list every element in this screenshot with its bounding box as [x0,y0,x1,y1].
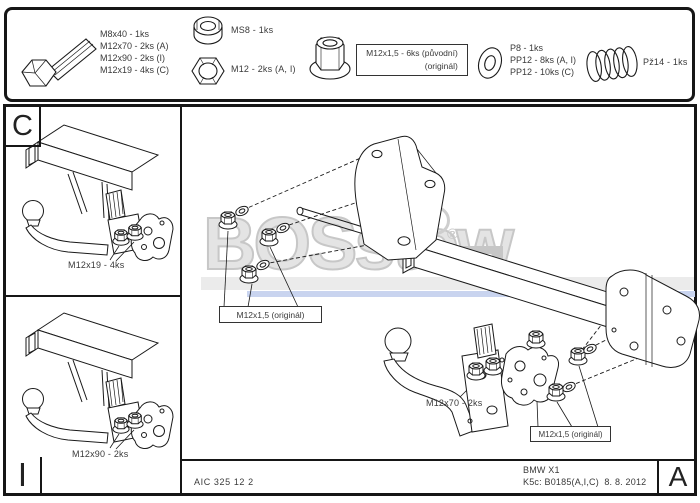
parts-strip-frame [4,7,695,102]
reference-code: K5c: B0185(A,I,C) 8. 8. 2012 [523,477,647,487]
bolt-spec-line: M12x70 - 2ks (A) [100,41,169,51]
main-assembly-drawing [218,104,697,460]
flange-nut-icon [307,33,353,83]
locking-nut-label: MS8 - 1ks [231,25,274,35]
view-i-bolt-label: M12x90 - 2ks [72,449,129,459]
flange-nut-spec-line2: (originál) [424,61,458,71]
view-c-bolt-label: M12x19 - 4ks [68,260,125,270]
vehicle-name: BMW X1 [523,465,560,475]
revision-letter: A [668,461,688,492]
revision-cell-divider [657,459,659,496]
title-block-topline [182,459,697,461]
washer-spec-line: P8 - 1ks [510,43,544,53]
spring-icon [585,41,639,87]
washer-spec-line: PP12 - 8ks (A, I) [510,55,577,65]
label-original-left: M12x1,5 (originál) [219,306,322,323]
washer-icon [472,40,510,86]
washer-spec-line: PP12 - 10ks (C) [510,67,575,77]
label-m12x70: M12x70 - 2ks [426,398,483,408]
flange-nut-spec-box: M12x1,5 - 6ks (původní) (originál) [356,44,468,76]
view-divider [3,295,182,297]
bolt-icon [12,20,102,92]
spring-label: Pž14 - 1ks [643,57,688,67]
hex-nut-icon [187,52,229,90]
view-i-letter: I [17,456,28,493]
flange-nut-spec-line1: M12x1,5 - 6ks (původní) [366,48,458,58]
bolt-specs: M8x40 - 1ks M12x70 - 2ks (A) M12x90 - 2k… [100,28,169,76]
watermark-registered-symbol: ® [447,226,459,243]
view-c-letter: C [12,109,33,142]
locking-nut-icon [188,12,228,48]
bolt-spec-line: M12x19 - 4ks (C) [100,65,170,75]
bolt-spec-line: M12x90 - 2ks (I) [100,53,166,63]
doc-number: AIC 325 12 2 [194,477,254,487]
left-column-divider [180,104,182,496]
washer-specs: P8 - 1ks PP12 - 8ks (A, I) PP12 - 10ks (… [510,42,576,78]
view-i-letter-divider [40,457,42,496]
bolt-spec-line: M8x40 - 1ks [100,29,150,39]
view-c-letter-cell: C [6,107,41,147]
label-original-right: M12x1,5 (originál) [530,426,611,442]
view-i-drawing [8,300,176,452]
hex-nut-label: M12 - 2ks (A, I) [231,64,296,74]
main-frame [3,104,697,496]
watermark-blue-band [247,291,695,297]
